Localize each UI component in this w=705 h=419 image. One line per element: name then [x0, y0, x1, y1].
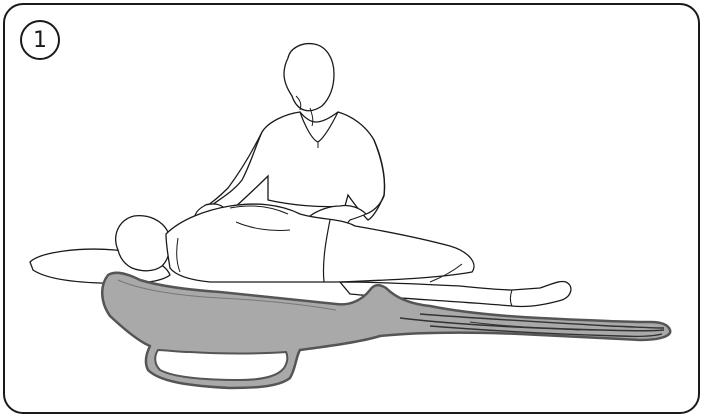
caregiver-head — [283, 42, 335, 112]
sling-strap-2 — [419, 313, 665, 329]
patient-torso — [165, 203, 475, 283]
step-number: 1 — [33, 27, 47, 53]
caregiver-right-sleeve — [365, 139, 386, 215]
patient-head — [115, 214, 171, 272]
caregiver-left-arm — [203, 131, 263, 209]
patient-legs — [338, 280, 572, 308]
sling-leg-opening — [154, 348, 289, 382]
sling-strap-3 — [429, 325, 663, 338]
step-number-badge: 1 — [20, 20, 60, 60]
